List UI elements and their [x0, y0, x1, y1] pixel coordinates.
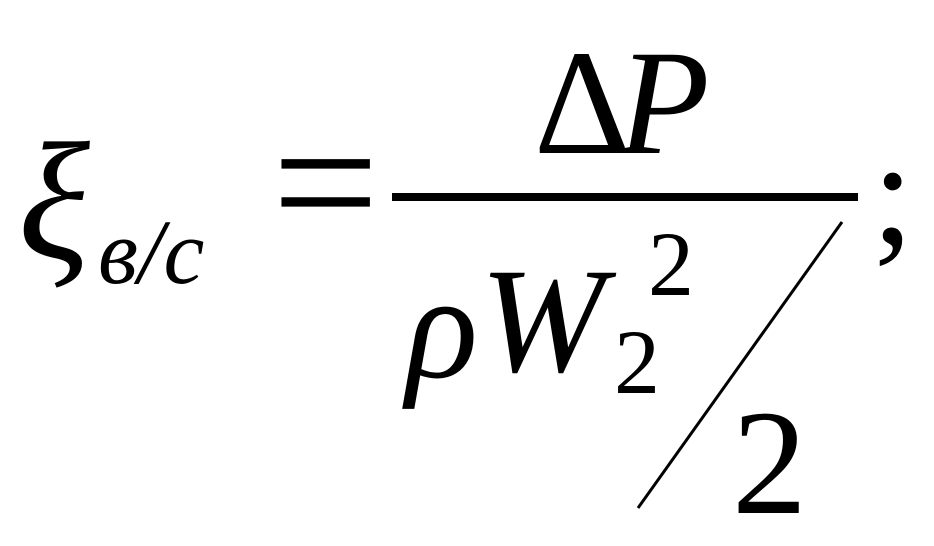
lhs-subscript: в/с [98, 201, 205, 303]
divisor-two: 2 [732, 380, 807, 546]
delta-symbol: Δ [534, 20, 631, 186]
velocity-subscript: 2 [614, 311, 660, 413]
fraction-bar [392, 193, 858, 201]
equals-sign: = [272, 78, 380, 288]
division-slash [636, 221, 844, 509]
formula: ξ в/с = Δ P ; ρ W 2 2 2 [18, 20, 914, 546]
xi-symbol: ξ [18, 109, 90, 295]
velocity-variable: W [480, 238, 605, 404]
pressure-variable: P [618, 20, 710, 186]
velocity-exponent: 2 [648, 213, 694, 315]
semicolon: ; [872, 110, 914, 276]
rho-symbol: ρ [406, 244, 478, 410]
